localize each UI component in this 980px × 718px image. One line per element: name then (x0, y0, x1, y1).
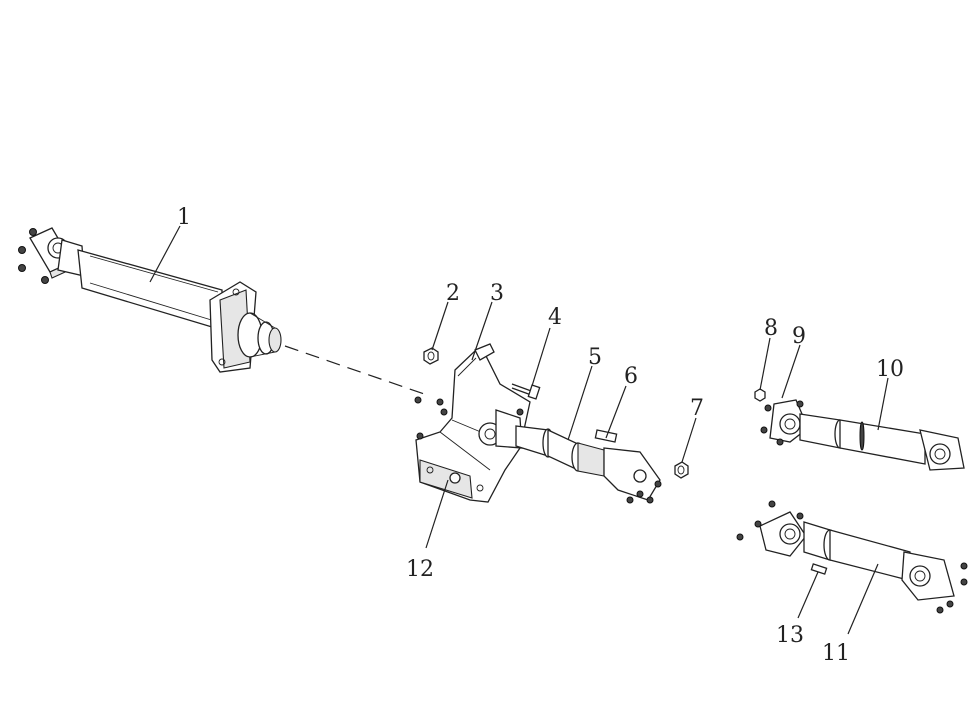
callout-1: 1 (177, 205, 191, 230)
part-7-nut (674, 461, 689, 479)
part-2-nut (423, 347, 439, 365)
callout-4: 4 (548, 305, 562, 330)
part-8-nut (754, 388, 766, 402)
part-9-flange-yoke (760, 399, 809, 446)
part-3-bracket (414, 343, 531, 503)
callout-7: 7 (690, 396, 704, 421)
part-11-lower-shaft (736, 500, 968, 614)
part-6-universal-joint (594, 429, 662, 504)
part-10-short-shaft (799, 413, 965, 471)
part-1-drive-shaft (18, 227, 282, 373)
callout-2: 2 (446, 281, 460, 306)
callout-3: 3 (490, 281, 504, 306)
callout-11: 11 (822, 641, 850, 666)
part-13-key (810, 563, 828, 575)
leader-lines (149, 225, 889, 635)
callout-10: 10 (876, 357, 904, 382)
part-5-intermediate-shaft (515, 425, 605, 477)
callout-8: 8 (764, 316, 778, 341)
part-4-bolt (511, 383, 541, 400)
callout-12: 12 (406, 557, 434, 582)
callout-6: 6 (624, 364, 638, 389)
callout-13: 13 (776, 623, 804, 648)
callout-labels: 1 2 3 4 5 6 7 8 9 10 11 12 13 (177, 205, 904, 666)
callout-9: 9 (792, 324, 806, 349)
callout-5: 5 (588, 345, 602, 370)
centerline-dashed (284, 345, 431, 397)
